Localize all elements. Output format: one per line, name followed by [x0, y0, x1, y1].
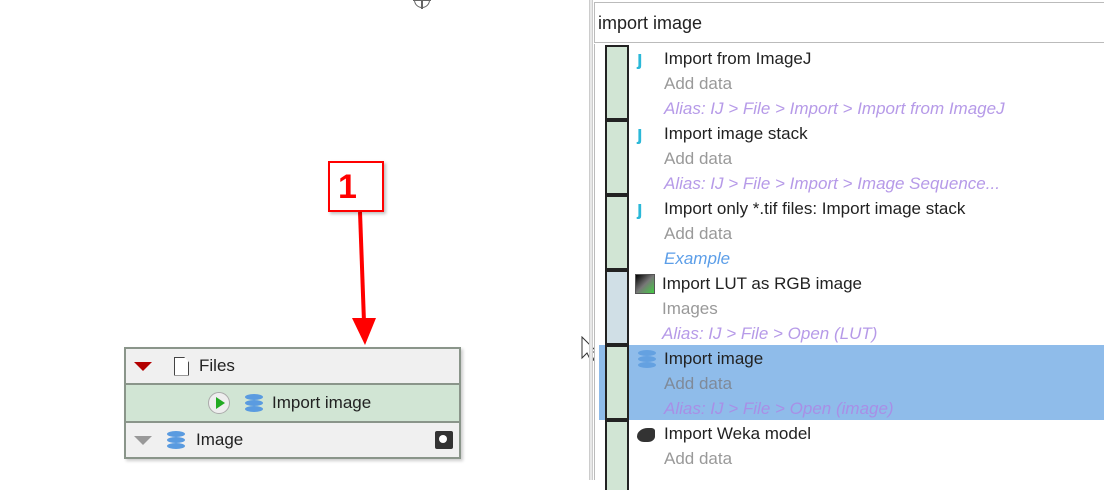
- item-category: Add data: [664, 74, 733, 93]
- node-output-row[interactable]: Image: [126, 423, 459, 457]
- item-category: Add data: [664, 449, 733, 468]
- item-alias: Alias: IJ > File > Import > Image Sequen…: [664, 174, 1000, 193]
- imagej-icon: ȷ: [637, 48, 643, 70]
- category-swatch: [605, 195, 629, 270]
- node-title: Files: [199, 356, 235, 375]
- item-category: Add data: [664, 374, 733, 393]
- list-item-selected[interactable]: Import image Add data Alias: IJ > File >…: [599, 345, 1104, 420]
- node-step-row[interactable]: Import image: [126, 385, 459, 423]
- layers-icon: [244, 393, 264, 413]
- item-title: Import LUT as RGB image: [662, 274, 862, 293]
- item-category: Images: [662, 299, 718, 318]
- item-alias: Alias: IJ > File > Open (image): [664, 399, 894, 418]
- snapshot-icon[interactable]: [435, 431, 453, 449]
- item-category: Add data: [664, 224, 733, 243]
- list-item[interactable]: Import LUT as RGB image Images Alias: IJ…: [599, 270, 1104, 345]
- pipeline-node[interactable]: Files Import image Image: [124, 347, 461, 459]
- layers-icon: [637, 349, 657, 369]
- category-swatch: [605, 420, 629, 490]
- category-swatch: [605, 270, 629, 345]
- example-link[interactable]: Example: [664, 249, 731, 268]
- results-list[interactable]: ȷ Import from ImageJ Add data Alias: IJ …: [594, 44, 1104, 490]
- category-swatch: [605, 345, 629, 420]
- file-icon: [174, 356, 189, 376]
- imagej-icon: ȷ: [637, 123, 643, 145]
- run-icon[interactable]: [208, 392, 230, 414]
- item-title: Import from ImageJ: [664, 49, 812, 68]
- item-title: Import image: [664, 349, 764, 368]
- lut-icon: [635, 274, 655, 294]
- category-swatch: [605, 45, 629, 120]
- pipeline-canvas[interactable]: 1 Files Import image Image: [0, 0, 599, 480]
- node-step-label: Import image: [272, 393, 372, 412]
- weka-bird-icon: [637, 428, 655, 442]
- node-header[interactable]: Files: [126, 349, 459, 385]
- node-output-label: Image: [196, 430, 244, 449]
- list-item[interactable]: ȷ Import only *.tif files: Import image …: [599, 195, 1104, 270]
- collapse-triangle-icon[interactable]: [134, 361, 152, 371]
- item-title: Import only *.tif files: Import image st…: [664, 199, 966, 218]
- item-category: Add data: [664, 149, 733, 168]
- list-item[interactable]: ȷ Import from ImageJ Add data Alias: IJ …: [599, 45, 1104, 120]
- list-item[interactable]: Import Weka model Add data: [599, 420, 1104, 495]
- list-item[interactable]: ȷ Import image stack Add data Alias: IJ …: [599, 120, 1104, 195]
- imagej-icon: ȷ: [637, 198, 643, 220]
- panel-splitter[interactable]: [589, 0, 593, 480]
- item-alias: Alias: IJ > File > Import > Import from …: [664, 99, 1005, 118]
- item-title: Import Weka model: [664, 424, 812, 443]
- category-swatch: [605, 120, 629, 195]
- item-title: Import image stack: [664, 124, 808, 143]
- annotation-arrow: [352, 211, 376, 345]
- annotation-label: 1: [328, 161, 384, 212]
- expand-triangle-icon[interactable]: [134, 435, 152, 445]
- item-alias: Alias: IJ > File > Open (LUT): [662, 324, 878, 343]
- layers-icon: [166, 430, 186, 450]
- search-input[interactable]: import image: [594, 2, 1104, 43]
